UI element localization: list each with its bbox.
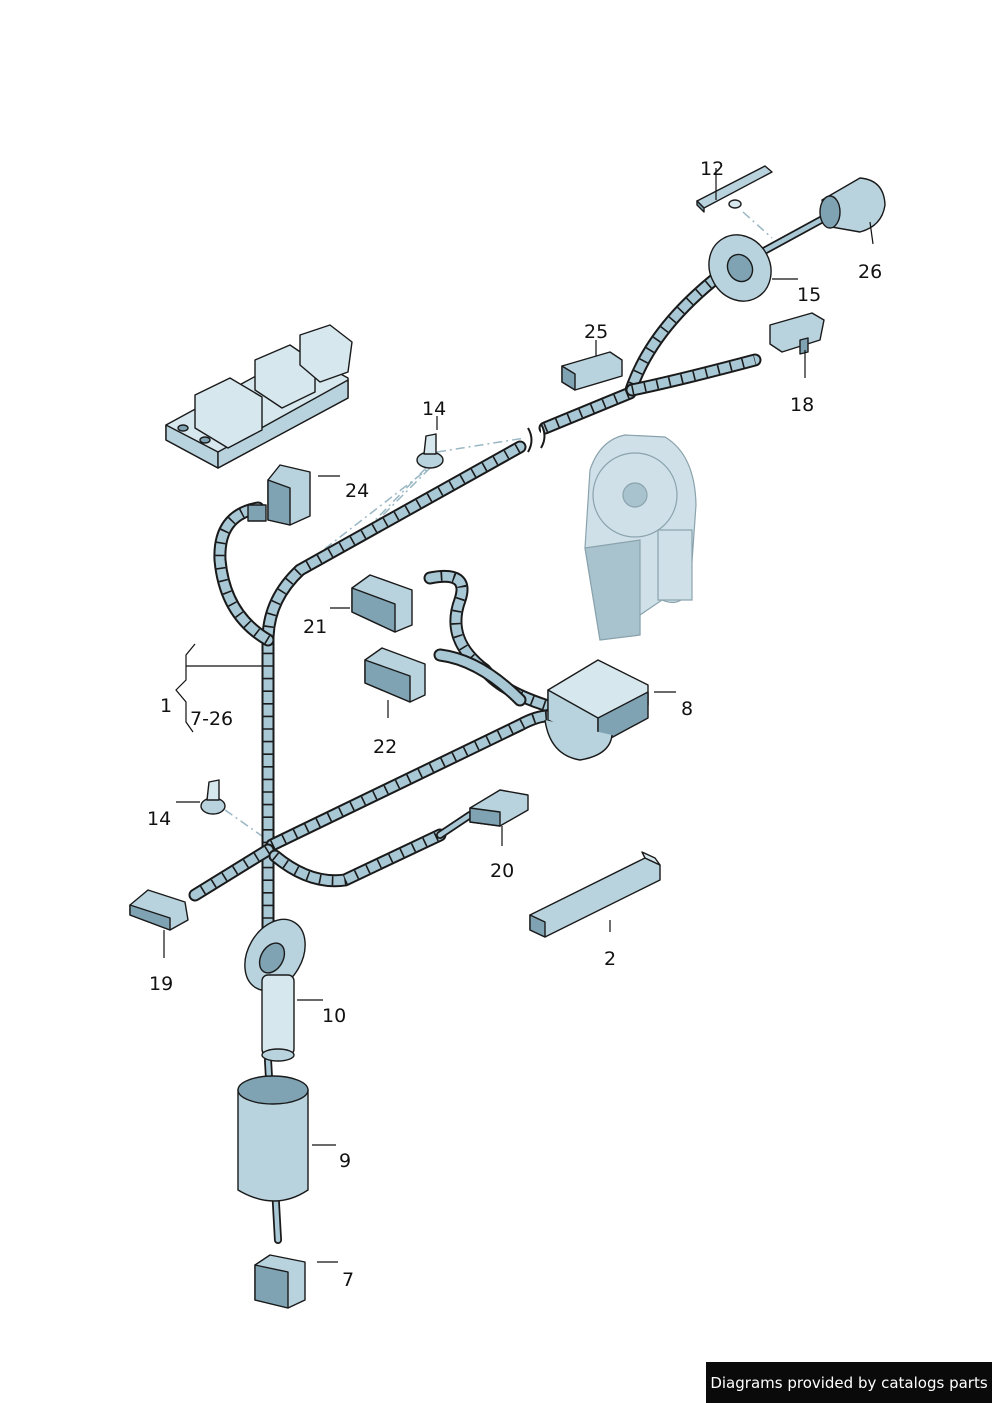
- part-8-connector: [544, 659, 649, 761]
- label-12: 12: [700, 158, 724, 180]
- label-7: 7: [342, 1269, 354, 1291]
- part-15-grommet: [708, 234, 772, 302]
- part-21-connector: [351, 574, 413, 633]
- part-18-connector: [769, 312, 825, 355]
- part-14-clip-lower: [200, 779, 226, 815]
- leader-lines: [163, 168, 874, 1263]
- label-19: 19: [149, 973, 173, 995]
- label-14-lower: 14: [147, 808, 171, 830]
- footer-credit: Diagrams provided by catalogs parts: [706, 1362, 992, 1403]
- label-1: 1: [160, 695, 172, 717]
- label-8: 8: [681, 698, 693, 720]
- part-19-connector: [129, 889, 189, 931]
- label-7-26: 7-26: [190, 708, 233, 730]
- label-21: 21: [303, 616, 327, 638]
- part-labels: 12 26 15 25 18 14 24 21 1 7-26 8 22 14 2…: [147, 158, 882, 1291]
- part-9-wrap: [237, 1075, 309, 1202]
- window-switch-module: [165, 324, 353, 469]
- label-2: 2: [604, 948, 616, 970]
- label-18: 18: [790, 394, 814, 416]
- label-20: 20: [490, 860, 514, 882]
- part-20-connector: [469, 789, 529, 827]
- part-26-connector: [819, 177, 886, 233]
- window-regulator-motor: [584, 434, 697, 641]
- label-15: 15: [797, 284, 821, 306]
- part-14-clip-upper: [416, 433, 444, 469]
- label-24: 24: [345, 480, 369, 502]
- part-25-connector: [561, 351, 623, 391]
- label-26: 26: [858, 261, 882, 283]
- label-9: 9: [339, 1150, 351, 1172]
- part-24-connector: [247, 464, 311, 526]
- label-10: 10: [322, 1005, 346, 1027]
- part-7-connector: [254, 1254, 306, 1309]
- harness-break-marks: [527, 423, 546, 453]
- part-22-connector: [364, 647, 426, 703]
- label-14-upper: 14: [422, 398, 446, 420]
- label-22: 22: [373, 736, 397, 758]
- label-25: 25: [584, 321, 608, 343]
- part-10-grommet: [244, 918, 306, 1062]
- part-2-bar: [529, 851, 661, 938]
- assembly-lines: [224, 211, 773, 837]
